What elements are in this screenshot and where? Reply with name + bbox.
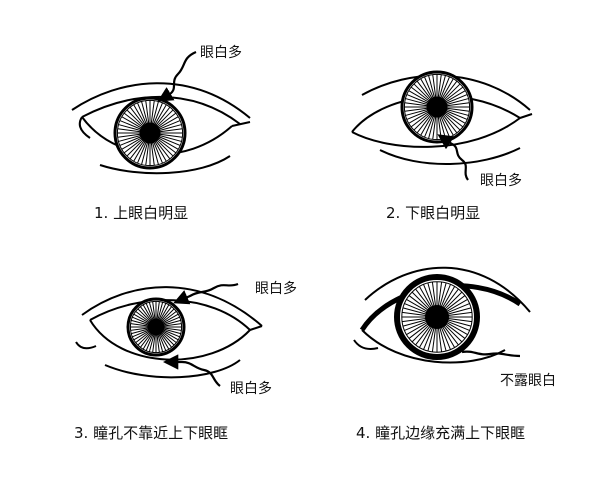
arrow-2-lower: [437, 134, 469, 181]
eye-1-upper-white: [71, 82, 251, 175]
iris: [394, 274, 480, 360]
iris: [113, 96, 187, 170]
arrow-4-none: [461, 350, 521, 358]
caption-2: 2. 下眼白明显: [386, 204, 481, 222]
callout-label: 眼白多: [480, 173, 522, 189]
caption-4: 4. 瞳孔边缘充满上下眼眶: [356, 424, 526, 442]
iris: [126, 297, 186, 357]
callout-label: 眼白多: [255, 281, 297, 297]
callout-label: 眼白多: [230, 381, 272, 397]
eye-4-no-white: [353, 266, 531, 364]
arrow-1-upper: [157, 50, 197, 102]
iris: [400, 70, 474, 144]
caption-3: 3. 瞳孔不靠近上下眼眶: [74, 424, 229, 442]
eye-2-lower-white: [351, 70, 533, 166]
eye-3-both-whites: [75, 286, 263, 379]
arrow-3-upper: [173, 282, 239, 305]
callout-label: 不露眼白: [500, 373, 556, 389]
caption-1: 1. 上眼白明显: [94, 204, 189, 222]
callout-label: 眼白多: [200, 45, 242, 61]
arrow-3-lower: [162, 354, 221, 387]
